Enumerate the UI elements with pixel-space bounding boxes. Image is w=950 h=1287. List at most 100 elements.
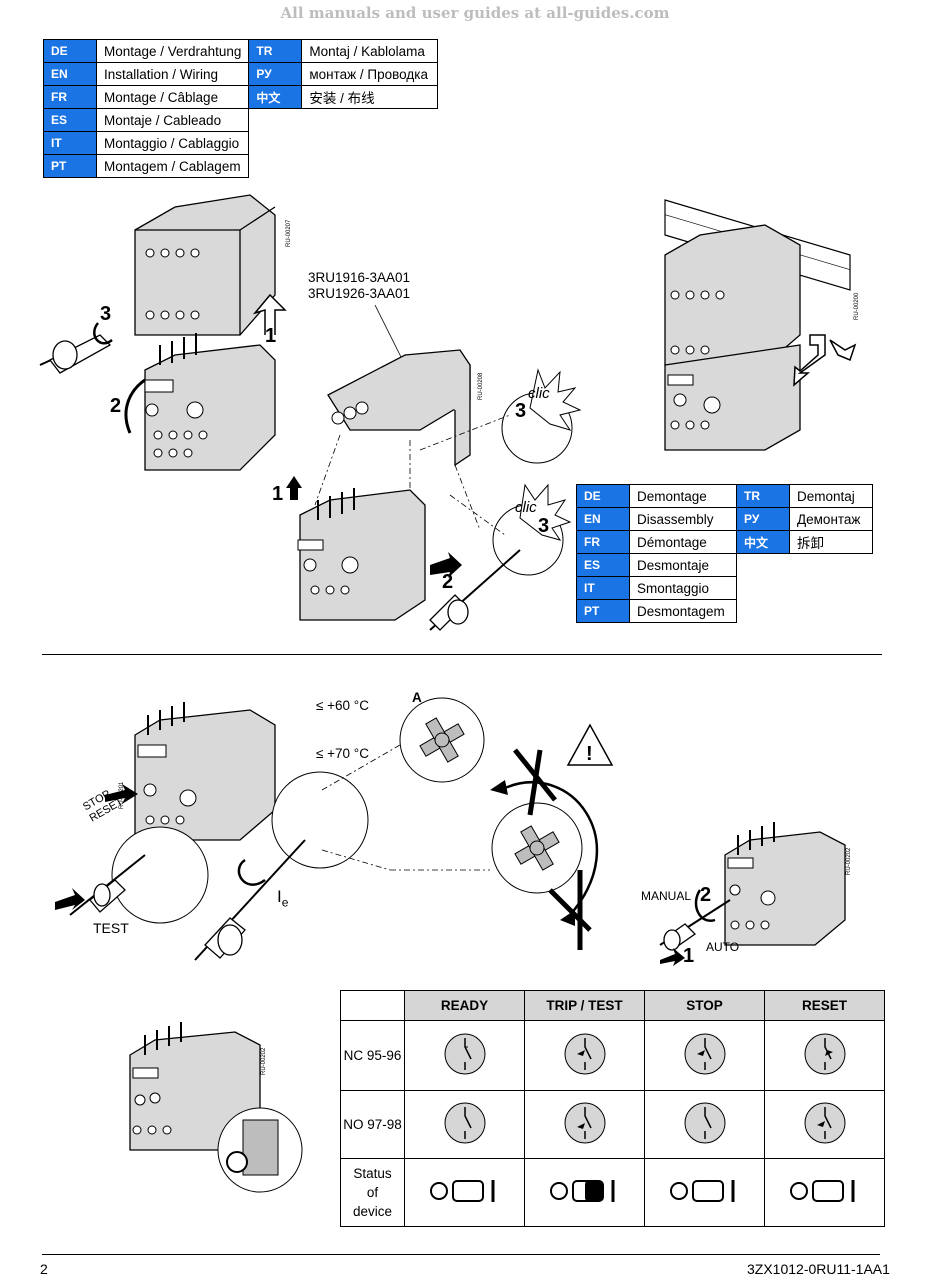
- contact-symbol-icon: [644, 1090, 765, 1159]
- table-row: IT Montaggio / Cablaggio: [43, 131, 438, 155]
- lang-code: PT: [576, 599, 630, 623]
- figure-code: RU-00202: [261, 1047, 267, 1075]
- lang-text: 安装 / 布线: [301, 85, 439, 109]
- lang-text: Installation / Wiring: [95, 62, 250, 86]
- table-row: PT Montagem / Cablagem: [43, 154, 438, 178]
- contact-symbol-icon: [644, 1020, 765, 1091]
- lang-text: Montaje / Cableado: [95, 108, 250, 132]
- installation-language-table: DE Montage / Verdrahtung TR Montaj / Kab…: [43, 39, 439, 178]
- step-number: 3: [538, 515, 549, 537]
- figure-code: RU-00208: [478, 372, 484, 400]
- lang-text: Desmontaje: [629, 553, 737, 577]
- lang-code: IT: [43, 131, 97, 155]
- contact-symbol-icon: [524, 1020, 645, 1091]
- lang-code: 中文: [248, 85, 303, 109]
- figure-code: RU-00200: [854, 292, 860, 320]
- section-divider: [42, 654, 882, 655]
- din-rail-illustration: RU-00200: [664, 199, 860, 451]
- column-header-reset: RESET: [764, 990, 885, 1021]
- lang-code: TR: [736, 484, 790, 508]
- footer-divider: [42, 1254, 880, 1255]
- warning-icon: !: [586, 743, 593, 765]
- lang-code: РУ: [736, 507, 790, 531]
- table-row: DE Demontage TR Demontaj: [576, 484, 873, 508]
- table-row: PT Desmontagem: [576, 599, 873, 623]
- lang-text: Демонтаж: [789, 507, 873, 531]
- figure-code: RU-00207: [286, 219, 292, 247]
- step-number: 1: [272, 483, 283, 505]
- current-setting-label: Ie: [277, 887, 289, 910]
- lang-text: 拆卸: [789, 530, 873, 554]
- temperature-70-label: ≤ +70 °C: [316, 746, 369, 761]
- lang-text: Montaj / Kablolama: [301, 39, 439, 63]
- lang-text: Montagem / Cablagem: [95, 154, 250, 178]
- clic-label: clic: [515, 499, 537, 516]
- lang-text: Demontaj: [789, 484, 873, 508]
- step-number: 2: [442, 571, 453, 593]
- device-status-icon: [404, 1158, 525, 1227]
- lang-text: Demontage: [629, 484, 737, 508]
- lang-code: DE: [576, 484, 630, 508]
- adapter-illustration: clic clic 3 3 1 2 RU-00208: [272, 304, 582, 631]
- part-number: 3RU1916-3AA01: [308, 270, 411, 285]
- figure-code: RU-00202: [846, 847, 852, 875]
- manual-auto-illustration: RU-00202: [659, 822, 852, 966]
- contact-symbol-icon: [764, 1090, 885, 1159]
- table-row: FR Montage / Câblage 中文 安装 / 布线: [43, 85, 439, 109]
- lang-text: Montaggio / Cablaggio: [95, 131, 250, 155]
- status-table: READY TRIP / TEST STOP RESET NC 95-96 NO…: [340, 990, 885, 1227]
- contact-symbol-icon: [524, 1090, 645, 1159]
- contact-symbol-icon: [404, 1090, 525, 1159]
- figure-code: RU-00201: [119, 781, 125, 809]
- column-header-ready: READY: [404, 990, 525, 1021]
- setting-mark-a: A: [412, 690, 422, 705]
- device-status-icon: [764, 1158, 885, 1227]
- lang-text: Démontage: [629, 530, 737, 554]
- step-number: 2: [110, 395, 121, 417]
- manual-label: MANUAL: [641, 889, 692, 903]
- step-number: 1: [683, 945, 695, 967]
- mounting-illustration-1: 3 2 1 RU-00207: [39, 194, 292, 471]
- lang-text: Smontaggio: [629, 576, 737, 600]
- column-header-trip-test: TRIP / TEST: [524, 990, 645, 1021]
- table-header-row: READY TRIP / TEST STOP RESET: [340, 990, 885, 1021]
- column-header-stop: STOP: [644, 990, 765, 1021]
- lang-text: Montage / Câblage: [95, 85, 250, 109]
- table-row: ES Desmontaje: [576, 553, 873, 577]
- lang-text: Desmontagem: [629, 599, 737, 623]
- contact-symbol-icon: [404, 1020, 525, 1091]
- lang-code: EN: [43, 62, 97, 86]
- clic-label: clic: [528, 385, 550, 402]
- lang-code: РУ: [248, 62, 303, 86]
- temperature-60-label: ≤ +60 °C: [316, 698, 369, 713]
- device-status-icon: [524, 1158, 645, 1227]
- row-label-nc: NC 95-96: [340, 1020, 405, 1091]
- lang-code: DE: [43, 39, 97, 63]
- lang-code: FR: [576, 530, 630, 554]
- disassembly-language-table: DE Demontage TR Demontaj EN Disassembly …: [576, 484, 873, 623]
- table-row: IT Smontaggio: [576, 576, 873, 600]
- table-row: Status of device: [340, 1158, 885, 1227]
- part-number: 3RU1926-3AA01: [308, 286, 411, 301]
- test-label: TEST: [93, 920, 129, 936]
- watermark: All manuals and user guides at all-guide…: [280, 4, 670, 22]
- row-label-status: Status of device: [340, 1158, 405, 1227]
- table-row: EN Installation / Wiring РУ монтаж / Про…: [43, 62, 439, 86]
- table-row: DE Montage / Verdrahtung TR Montaj / Kab…: [43, 39, 439, 63]
- table-row: NO 97-98: [340, 1090, 885, 1159]
- table-row: FR Démontage 中文 拆卸: [576, 530, 873, 554]
- table-row: EN Disassembly РУ Демонтаж: [576, 507, 873, 531]
- setting-test-illustration: ! RU-00201: [55, 697, 614, 961]
- step-number: 2: [700, 884, 712, 906]
- table-row: ES Montaje / Cableado: [43, 108, 438, 132]
- page-number: 2: [40, 1261, 48, 1277]
- lang-code: 中文: [736, 530, 790, 554]
- reset-detail-illustration: RU-00202: [129, 1022, 303, 1193]
- lang-text: монтаж / Проводка: [301, 62, 439, 86]
- auto-label: AUTO: [706, 940, 740, 954]
- lang-code: TR: [248, 39, 303, 63]
- step-number: 3: [515, 400, 526, 422]
- contact-symbol-icon: [764, 1020, 885, 1091]
- step-number: 3: [100, 303, 111, 325]
- row-label-no: NO 97-98: [340, 1090, 405, 1159]
